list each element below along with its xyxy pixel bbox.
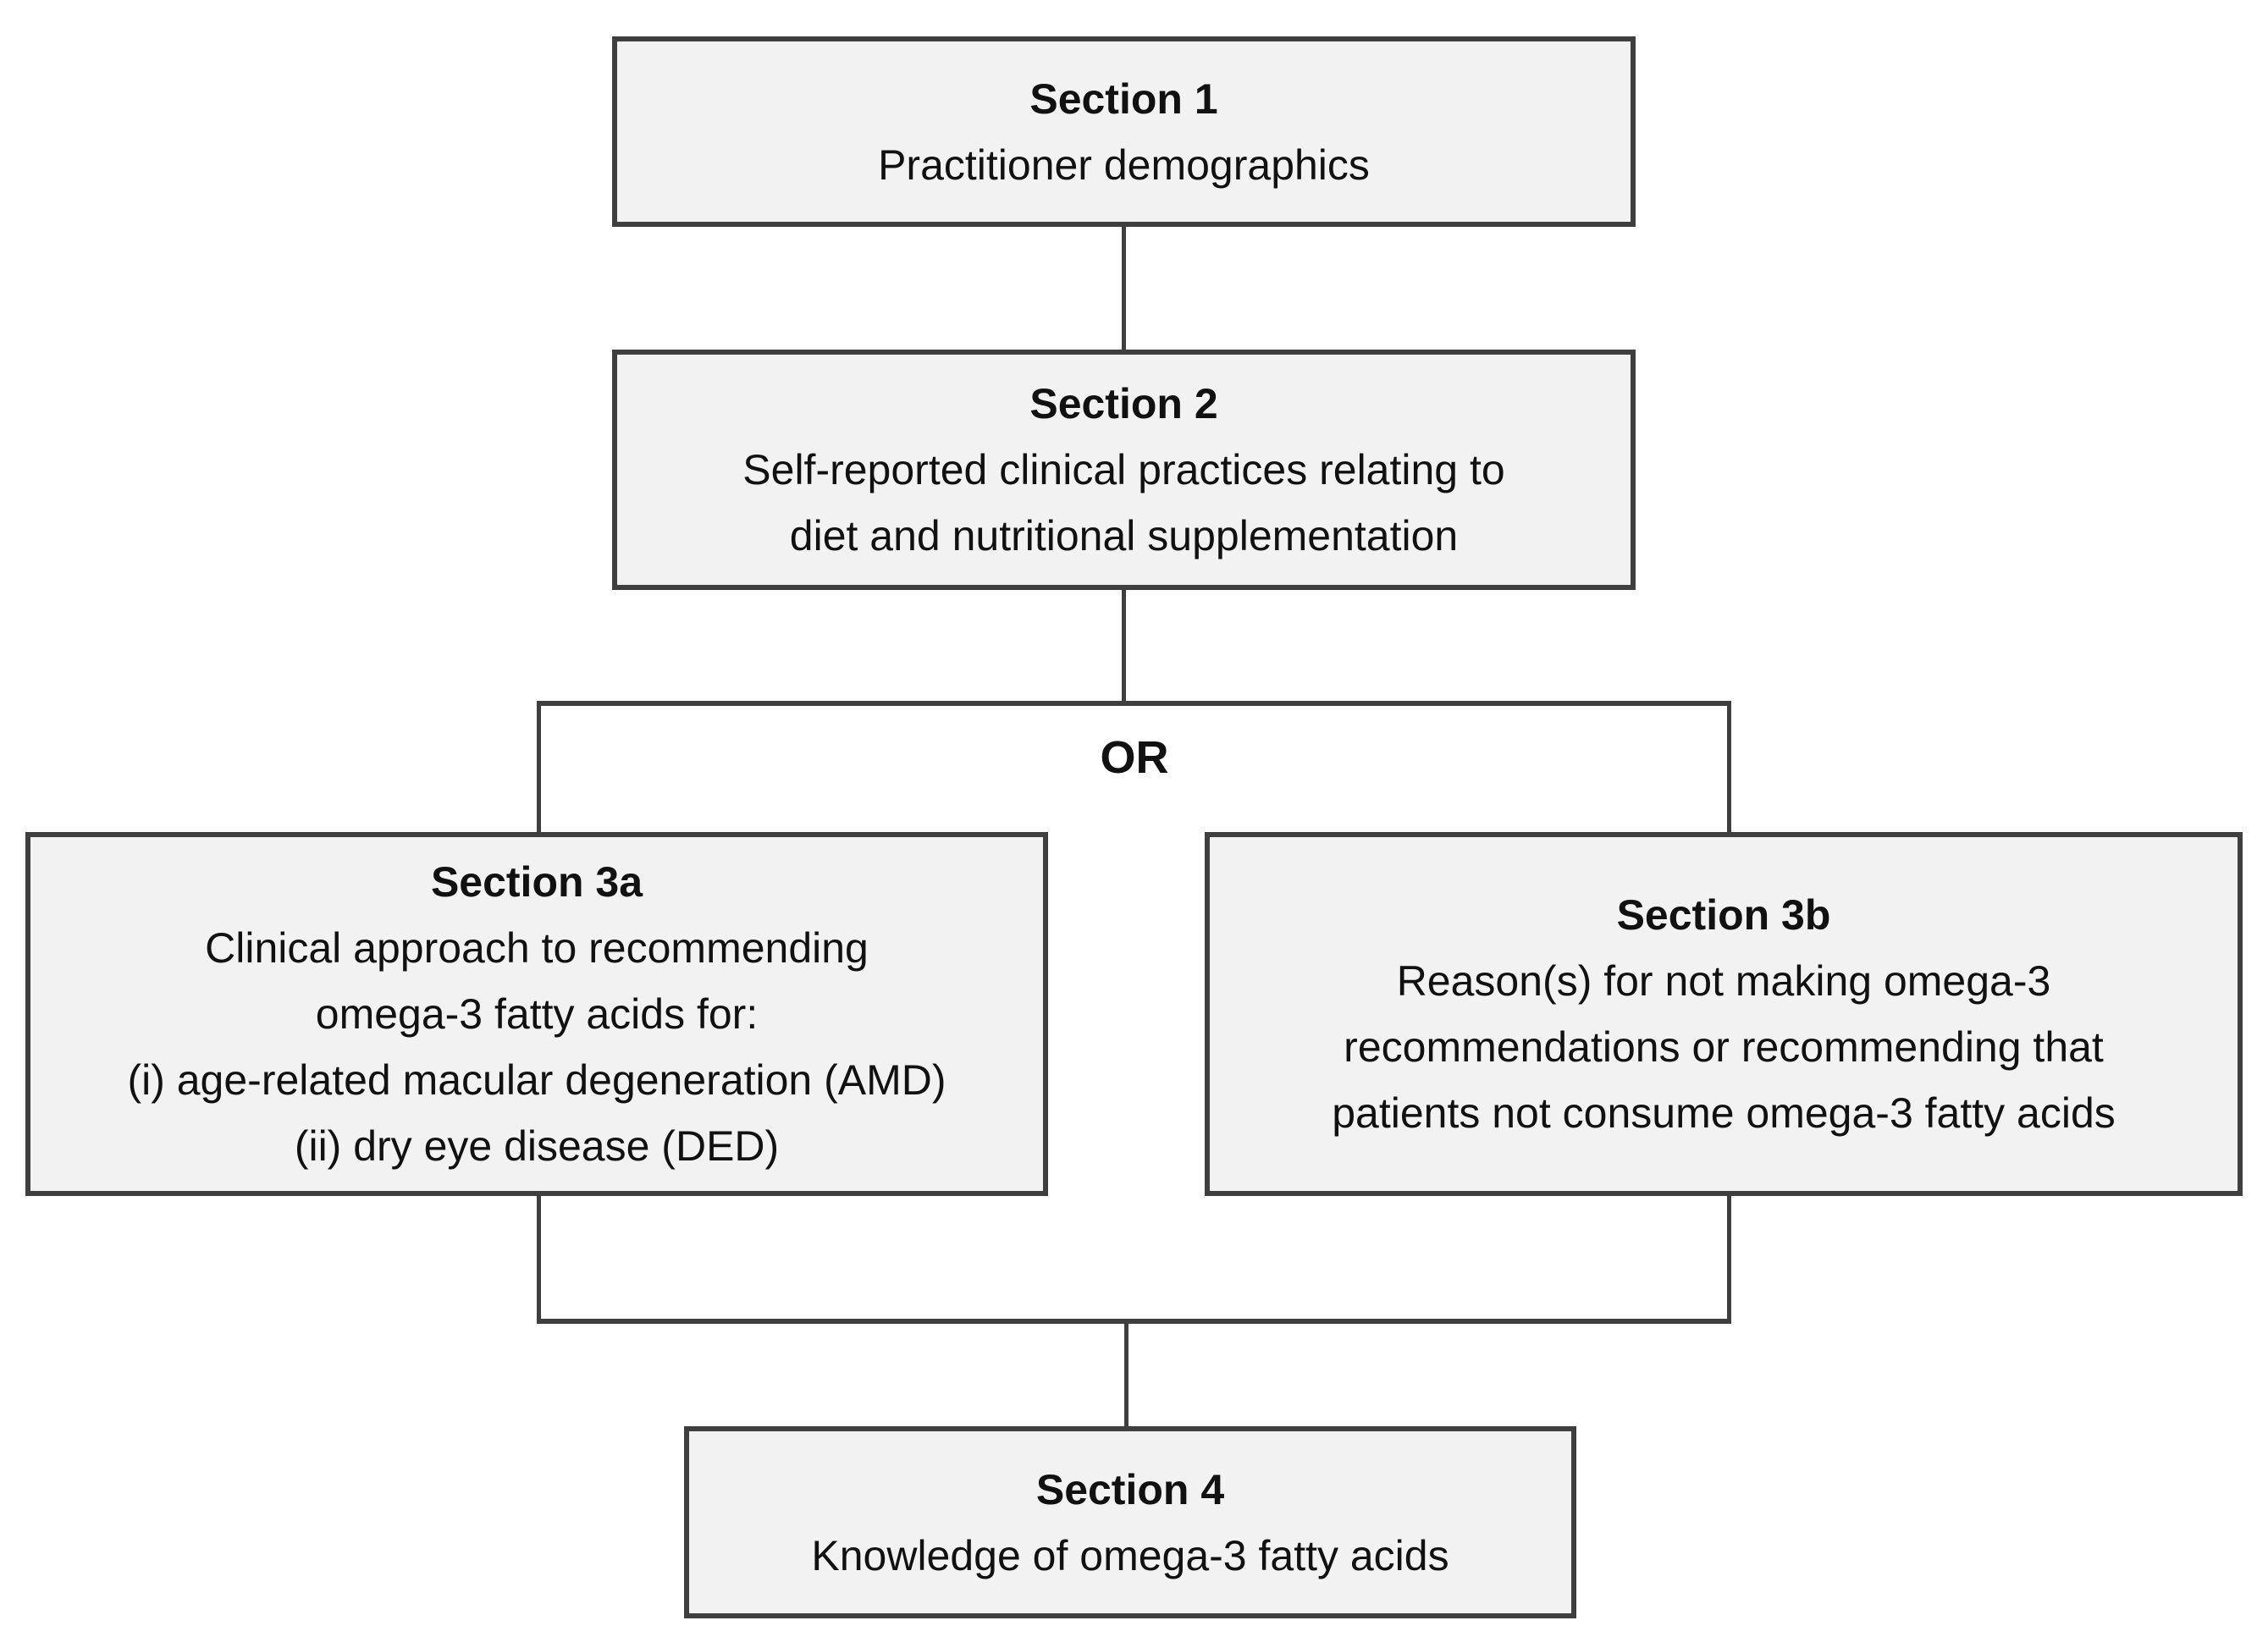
section-2-text-line2: diet and nutritional supplementation <box>789 512 1459 559</box>
section-3a-text-line3: (i) age-related macular degeneration (AM… <box>127 1056 946 1104</box>
section-4-box: Section 4 Knowledge of omega-3 fatty aci… <box>684 1426 1576 1618</box>
section-3a-text-line2: omega-3 fatty acids for: <box>315 990 759 1038</box>
connector-merge-right <box>1727 1191 1731 1324</box>
section-3a-box: Section 3a Clinical approach to recommen… <box>25 832 1048 1196</box>
section-2-text-line1: Self-reported clinical practices relatin… <box>742 446 1505 493</box>
or-label: OR <box>1100 732 1169 783</box>
connector-merge-bar <box>537 1319 1731 1324</box>
section-2-box: Section 2 Self-reported clinical practic… <box>612 350 1636 590</box>
connector-branch-left <box>537 701 541 835</box>
connector-merge-s4 <box>1124 1319 1128 1429</box>
connector-merge-left <box>537 1191 541 1324</box>
section-4-text: Knowledge of omega-3 fatty acids <box>811 1531 1449 1579</box>
section-3b-text-line1: Reason(s) for not making omega-3 <box>1396 957 2051 1005</box>
section-3b-text-line2: recommendations or recommending that <box>1344 1023 2104 1071</box>
section-1-title: Section 1 <box>1029 74 1218 123</box>
section-1-box: Section 1 Practitioner demographics <box>612 36 1636 227</box>
section-3a-text-line1: Clinical approach to recommending <box>205 924 869 972</box>
section-1-text: Practitioner demographics <box>878 141 1370 189</box>
section-2-title: Section 2 <box>1029 380 1218 427</box>
section-3a-title: Section 3a <box>430 858 643 906</box>
section-3b-box: Section 3b Reason(s) for not making omeg… <box>1205 832 2243 1196</box>
section-3b-text-line3: patients not consume omega-3 fatty acids <box>1332 1089 2116 1137</box>
connector-s1-s2 <box>1122 222 1126 355</box>
connector-branch-right <box>1727 701 1731 835</box>
connector-branch-bar <box>537 701 1731 706</box>
section-4-title: Section 4 <box>1035 1465 1225 1513</box>
section-3b-title: Section 3b <box>1616 891 1831 939</box>
connector-s2-branch <box>1122 585 1126 705</box>
section-3a-text-line4: (ii) dry eye disease (DED) <box>294 1122 780 1170</box>
